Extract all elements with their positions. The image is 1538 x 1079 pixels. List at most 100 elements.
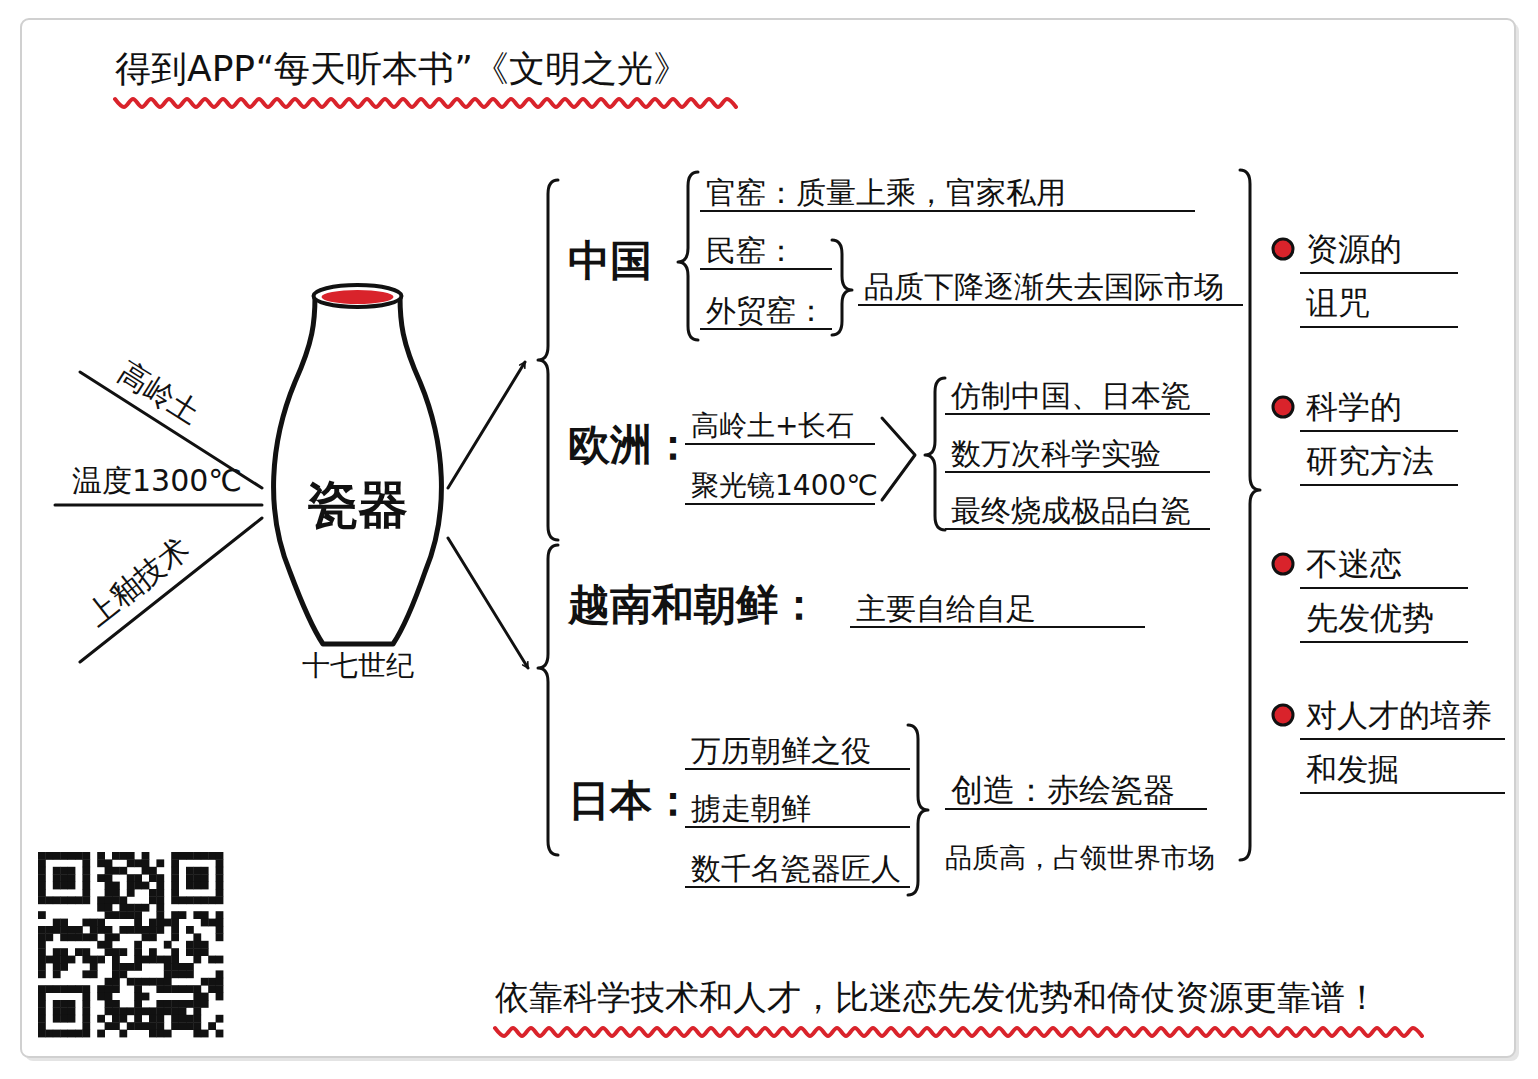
qr-module: [171, 1015, 179, 1023]
qr-module: [112, 948, 120, 956]
qr-module: [112, 1007, 120, 1015]
branch-note: 官窑：质量上乘，官家私用: [700, 172, 1195, 214]
branch-note: 主要自给自足: [850, 588, 1145, 630]
qr-module: [60, 882, 68, 890]
qr-module: [82, 919, 90, 927]
qr-module: [134, 963, 142, 971]
qr-module: [97, 956, 105, 964]
qr-module: [186, 970, 194, 978]
qr-module: [112, 896, 120, 904]
card-frame: [21, 19, 1515, 1057]
curly-brace: [538, 180, 558, 540]
qr-module: [171, 896, 179, 904]
qr-module: [127, 882, 135, 890]
qr-module: [149, 926, 157, 934]
qr-module: [164, 978, 172, 986]
qr-module: [216, 926, 224, 934]
qr-module: [68, 933, 76, 941]
qr-module: [82, 970, 90, 978]
qr-module: [53, 956, 61, 964]
qr-module: [38, 882, 46, 890]
qr-module: [179, 1022, 187, 1030]
qr-module: [105, 933, 113, 941]
qr-module: [149, 933, 157, 941]
qr-module: [119, 911, 127, 919]
qr-module: [201, 1000, 209, 1008]
qr-module: [75, 1030, 83, 1038]
qr-module: [45, 896, 53, 904]
branch-note: 数千名瓷器匠人: [685, 848, 910, 890]
qr-module: [127, 926, 135, 934]
qr-module: [105, 993, 113, 1001]
qr-module: [134, 859, 142, 867]
wavy-underline: [495, 1028, 1422, 1036]
qr-module: [171, 919, 179, 927]
qr-module: [142, 926, 150, 934]
qr-module: [112, 867, 120, 875]
bullet-dot: [1273, 554, 1293, 574]
qr-module: [216, 882, 224, 890]
qr-module: [156, 956, 164, 964]
qr-module: [38, 867, 46, 875]
qr-module: [216, 956, 224, 964]
qr-module: [82, 1015, 90, 1023]
qr-module: [179, 963, 187, 971]
qr-module: [193, 1007, 201, 1015]
qr-module: [38, 874, 46, 882]
qr-module: [127, 963, 135, 971]
qr-module: [171, 911, 179, 919]
qr-module: [82, 1030, 90, 1038]
qr-module: [201, 978, 209, 986]
qr-module: [216, 1030, 224, 1038]
qr-module: [127, 911, 135, 919]
qr-module: [38, 993, 46, 1001]
qr-module: [45, 933, 53, 941]
qr-module: [53, 948, 61, 956]
qr-module: [105, 896, 113, 904]
qr-module: [149, 956, 157, 964]
qr-module: [97, 859, 105, 867]
qr-module: [38, 852, 46, 860]
qr-module: [156, 904, 164, 912]
qr-module: [186, 963, 194, 971]
qr-module: [179, 911, 187, 919]
qr-module: [97, 926, 105, 934]
qr-module: [208, 852, 216, 860]
qr-module: [82, 993, 90, 1001]
qr-module: [179, 896, 187, 904]
branch-note: 聚光镜1400℃: [685, 465, 875, 507]
qr-module: [216, 867, 224, 875]
qr-module: [45, 985, 53, 993]
qr-module: [127, 889, 135, 897]
qr-module: [60, 956, 68, 964]
qr-module: [60, 919, 68, 927]
qr-module: [127, 859, 135, 867]
qr-module: [142, 933, 150, 941]
qr-module: [127, 1007, 135, 1015]
qr-module: [193, 852, 201, 860]
qr-module: [112, 933, 120, 941]
qr-module: [149, 1015, 157, 1023]
qr-module: [208, 896, 216, 904]
qr-module: [171, 956, 179, 964]
qr-module: [193, 874, 201, 882]
qr-module: [156, 1022, 164, 1030]
qr-module: [53, 896, 61, 904]
qr-module: [208, 919, 216, 927]
qr-module: [201, 852, 209, 860]
qr-module: [142, 978, 150, 986]
qr-module: [156, 911, 164, 919]
qr-module: [179, 852, 187, 860]
qr-module: [68, 882, 76, 890]
qr-module: [171, 963, 179, 971]
qr-module: [164, 1007, 172, 1015]
curly-brace: [538, 545, 558, 855]
qr-module: [97, 919, 105, 927]
branch-note: 高岭土+长石: [685, 405, 875, 447]
qr-module: [201, 867, 209, 875]
qr-module: [216, 985, 224, 993]
qr-module: [82, 867, 90, 875]
qr-module: [156, 978, 164, 986]
qr-module: [156, 985, 164, 993]
qr-module: [53, 985, 61, 993]
